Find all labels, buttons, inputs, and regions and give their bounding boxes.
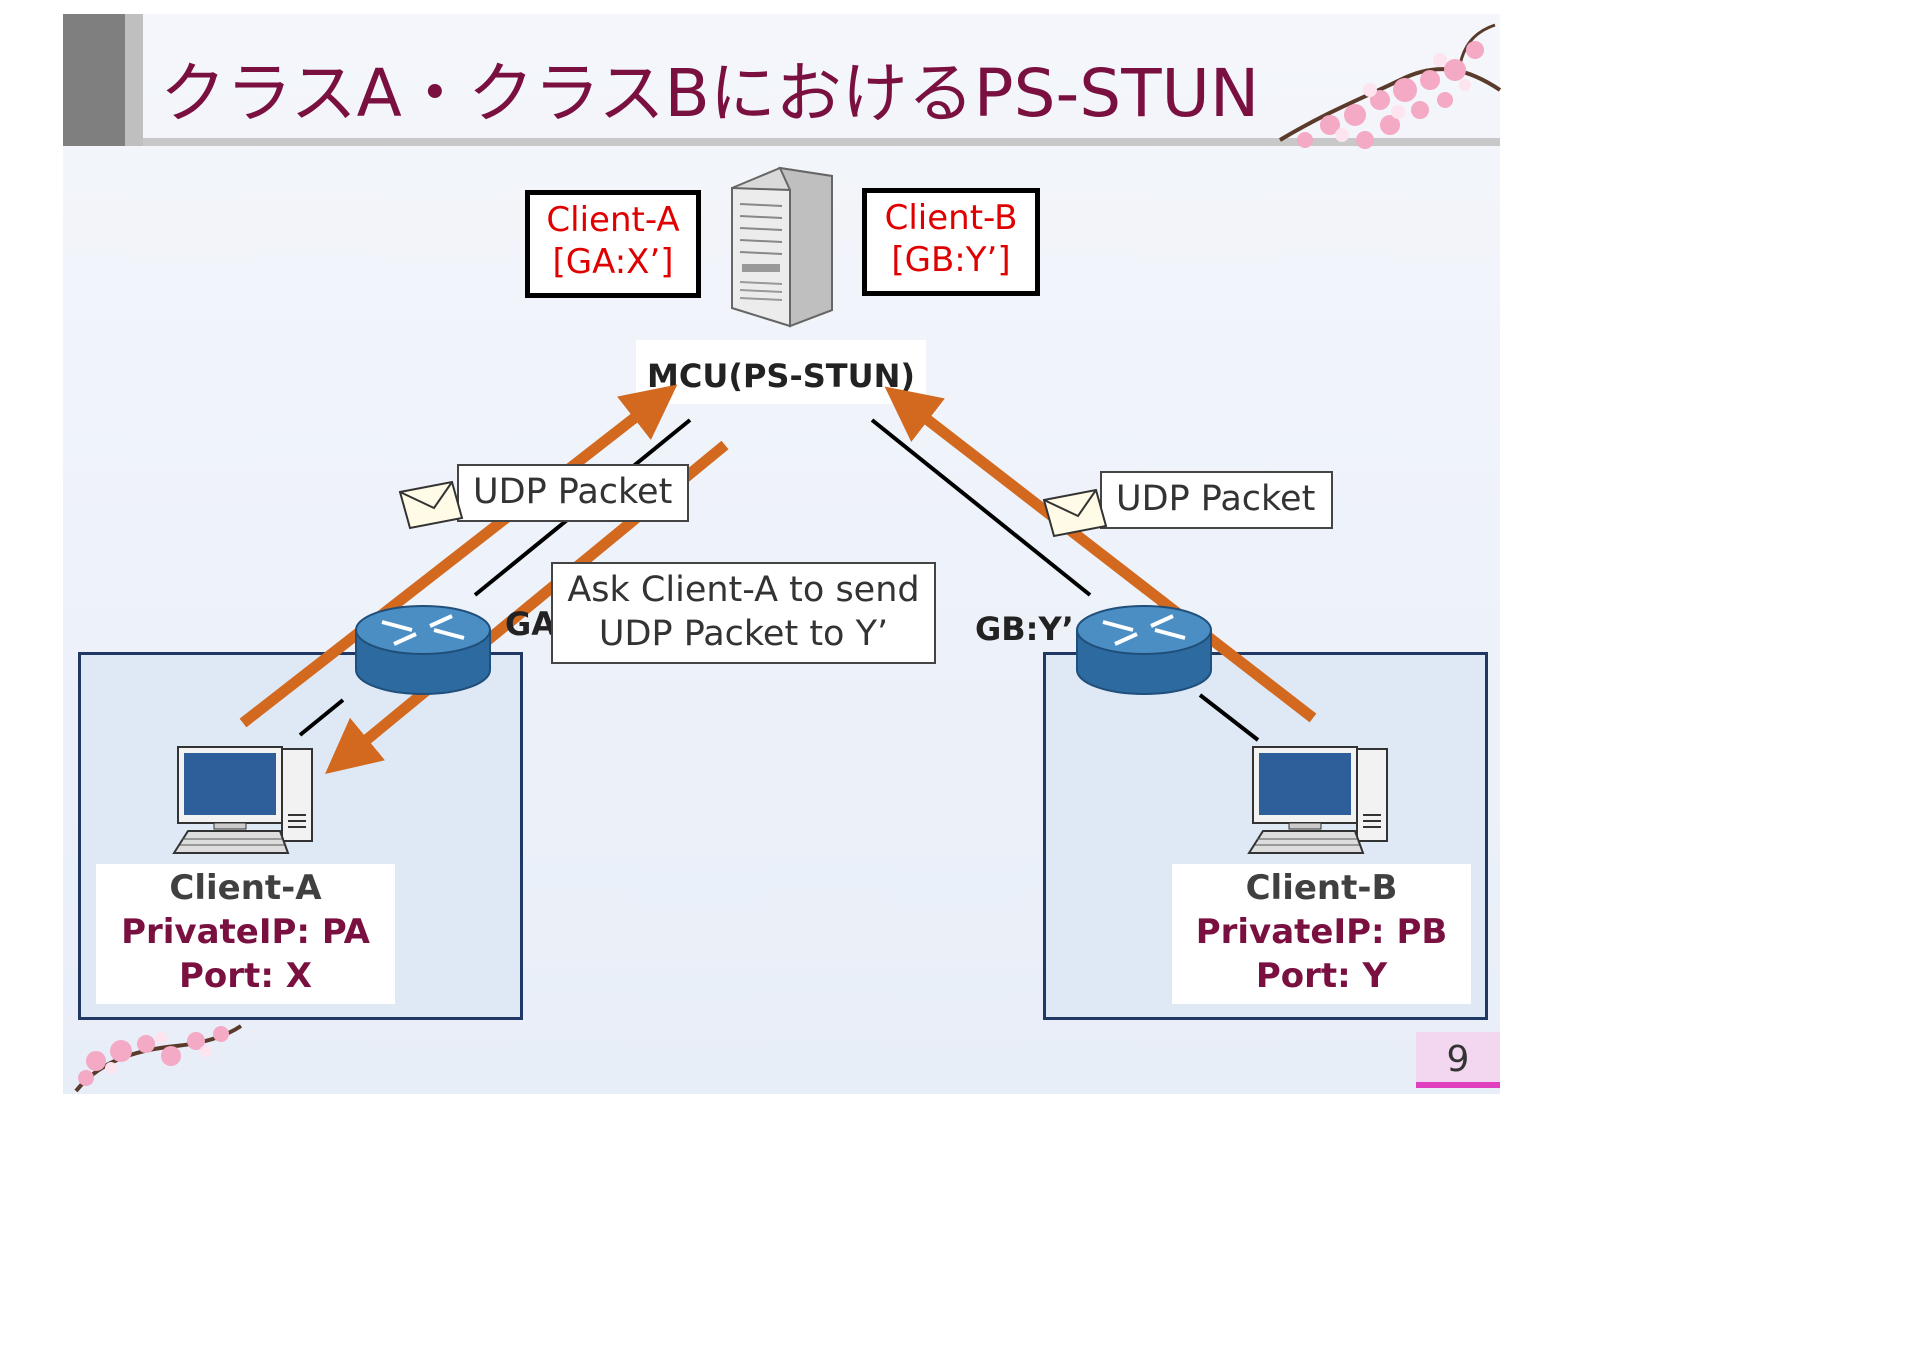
title-accent-light — [125, 14, 143, 146]
client-b-private-ip: PrivateIP: PB — [1195, 912, 1448, 952]
page-number: 9 — [1416, 1032, 1500, 1088]
client-b-name: Client-B — [1245, 868, 1398, 908]
client-a-port: Port: X — [179, 956, 312, 996]
nat-table-a-line1: Client-A — [546, 200, 680, 240]
link-mcu-router-b — [870, 418, 1092, 597]
link-router-a-client-a — [298, 698, 345, 737]
computer-a-icon — [172, 746, 313, 854]
client-a-name: Client-A — [169, 868, 322, 908]
nat-table-a-line2: [GA:X’] — [552, 242, 674, 282]
client-a-private-ip: PrivateIP: PA — [121, 912, 370, 952]
nat-table-client-b: Client-B [GB:Y’] — [862, 188, 1040, 296]
envelope-icon-left — [398, 480, 464, 530]
title-accent-dark — [63, 14, 125, 146]
slide-title: クラスA・クラスBにおけるPS-STUN — [160, 55, 1260, 132]
title-underline — [143, 138, 1500, 146]
server-icon — [731, 166, 833, 328]
udp-packet-callout-right: UDP Packet — [1100, 471, 1333, 529]
ask-line1: Ask Client-A to send — [567, 570, 920, 610]
router-a-icon — [355, 605, 491, 695]
nat-table-client-a: Client-A [GA:X’] — [525, 190, 701, 298]
nat-table-b-line1: Client-B — [884, 198, 1018, 238]
udp-packet-label-left: UDP Packet — [473, 472, 673, 512]
client-b-card: Client-B PrivateIP: PB Port: Y — [1172, 864, 1471, 1004]
envelope-icon-right — [1042, 488, 1108, 538]
cherry-blossom-top-right — [1278, 23, 1502, 149]
arrow-client-b-to-mcu — [884, 386, 1317, 723]
server-label: MCU(PS-STUN) — [636, 340, 926, 404]
nat-table-b-line2: [GB:Y’] — [891, 240, 1011, 280]
cherry-blossom-bottom-left — [74, 1024, 243, 1093]
udp-packet-label-right: UDP Packet — [1116, 479, 1316, 519]
router-b-icon — [1076, 605, 1212, 695]
client-a-card: Client-A PrivateIP: PA Port: X — [96, 864, 395, 1004]
ask-client-callout: Ask Client-A to send UDP Packet to Y’ — [551, 562, 936, 664]
computer-b-icon — [1247, 746, 1388, 854]
udp-packet-callout-left: UDP Packet — [457, 464, 689, 522]
link-router-b-client-b — [1198, 693, 1260, 742]
client-b-port: Port: Y — [1255, 956, 1388, 996]
ask-line2: UDP Packet to Y’ — [598, 614, 889, 654]
nat-label-b: GB:Y’ — [975, 610, 1074, 648]
arrow-client-a-to-mcu — [239, 384, 678, 728]
nat-label-a: GA — [505, 605, 557, 643]
